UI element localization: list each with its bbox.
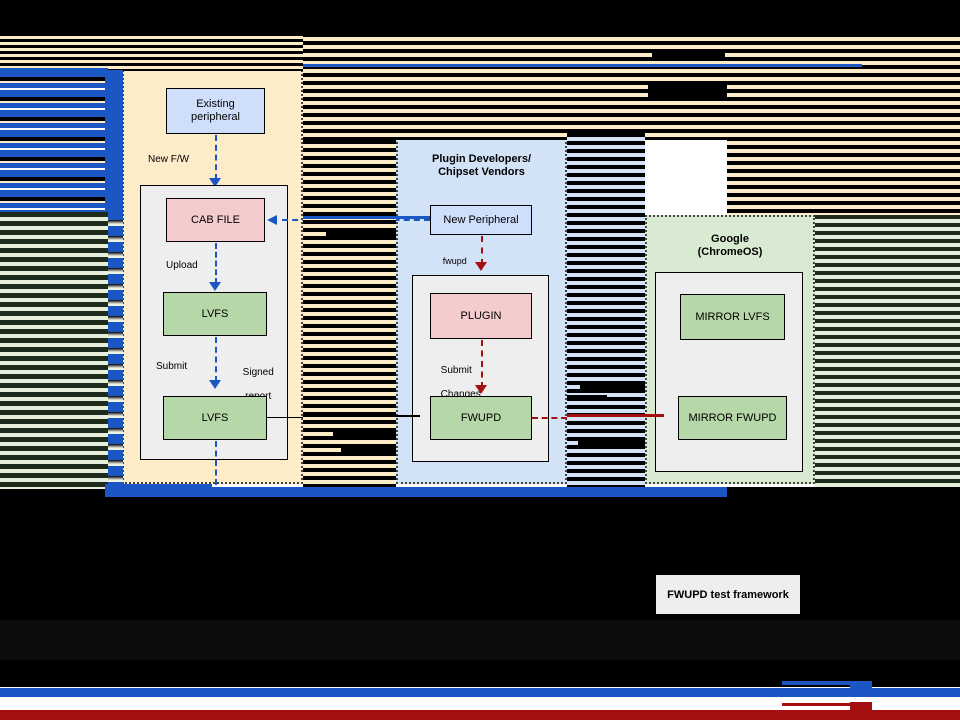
arrow-submit — [209, 380, 221, 389]
node-lvfs-upload-label: LVFS — [201, 307, 229, 320]
flow-upload — [215, 243, 217, 284]
flow-new-fw — [215, 135, 217, 180]
box-fwupd-test-framework: FWUPD test framework — [656, 575, 800, 614]
node-existing-peripheral: Existing peripheral — [166, 88, 265, 134]
label-submit-changes-line2: Changes — [440, 389, 481, 400]
box-fwupd-test-framework-label: FWUPD test framework — [667, 588, 789, 601]
label-signed-report-line1: Signed — [242, 367, 274, 378]
arrow-upload — [209, 282, 221, 291]
arrow-new-fw — [209, 178, 221, 187]
lane-plugin-title-line2: Chipset Vendors — [438, 166, 525, 178]
flow-submit-changes — [481, 340, 483, 388]
node-fwupd: FWUPD — [430, 396, 532, 440]
lane-poems-title: pOEMs — [193, 52, 232, 64]
label-submit: Submit — [156, 361, 188, 372]
node-existing-peripheral-line1: Existing — [196, 98, 235, 110]
lane-plugin-developers-title: Plugin Developers/ Chipset Vendors — [398, 153, 565, 179]
node-new-peripheral: New Peripheral — [430, 205, 532, 235]
node-lvfs-submit: LVFS — [163, 396, 267, 440]
node-cab-file: CAB FILE — [166, 198, 265, 242]
node-mirror-fwupd-label: MIRROR FWUPD — [688, 411, 777, 424]
node-mirror-lvfs: MIRROR LVFS — [680, 294, 785, 340]
lane-google-chromeos-title: Google (ChromeOS) — [647, 233, 813, 259]
flow-poems-tail — [215, 441, 217, 485]
node-existing-peripheral-line2: peripheral — [191, 111, 240, 123]
legend-line-red — [0, 710, 960, 720]
label-upload: Upload — [166, 260, 198, 271]
label-submit-changes: Submit Changes — [424, 353, 481, 413]
legend-line-blue — [0, 688, 960, 697]
node-lvfs-submit-label: LVFS — [201, 411, 229, 424]
flow-submit — [215, 337, 217, 382]
lane-plugin-title-line1: Plugin Developers/ — [431, 153, 532, 165]
lane-google-title-line2: (ChromeOS) — [697, 246, 763, 258]
label-submit-changes-line1: Submit — [440, 365, 472, 376]
node-mirror-lvfs-label: MIRROR LVFS — [695, 310, 770, 323]
node-cab-file-label: CAB FILE — [191, 213, 240, 226]
flow-line-report-back-top — [122, 67, 862, 69]
node-plugin: PLUGIN — [430, 293, 532, 339]
node-plugin-label: PLUGIN — [460, 309, 502, 322]
label-new-fw: New F/W — [148, 154, 190, 165]
arrow-fwupd-code-change — [475, 262, 487, 271]
arrow-submit-changes — [475, 385, 487, 394]
flow-fwupd-code-change — [481, 236, 483, 265]
node-new-peripheral-label: New Peripheral — [443, 213, 519, 226]
node-fwupd-label: FWUPD — [460, 411, 502, 424]
node-mirror-fwupd: MIRROR FWUPD — [678, 396, 787, 440]
lane-google-title-line1: Google — [711, 233, 749, 245]
label-fwupd-code-change-line1: fwupd — [442, 256, 467, 266]
node-lvfs-upload: LVFS — [163, 292, 267, 336]
flow-new-peripheral-to-cab — [282, 219, 430, 221]
arrow-new-peripheral-to-cab — [267, 215, 277, 225]
